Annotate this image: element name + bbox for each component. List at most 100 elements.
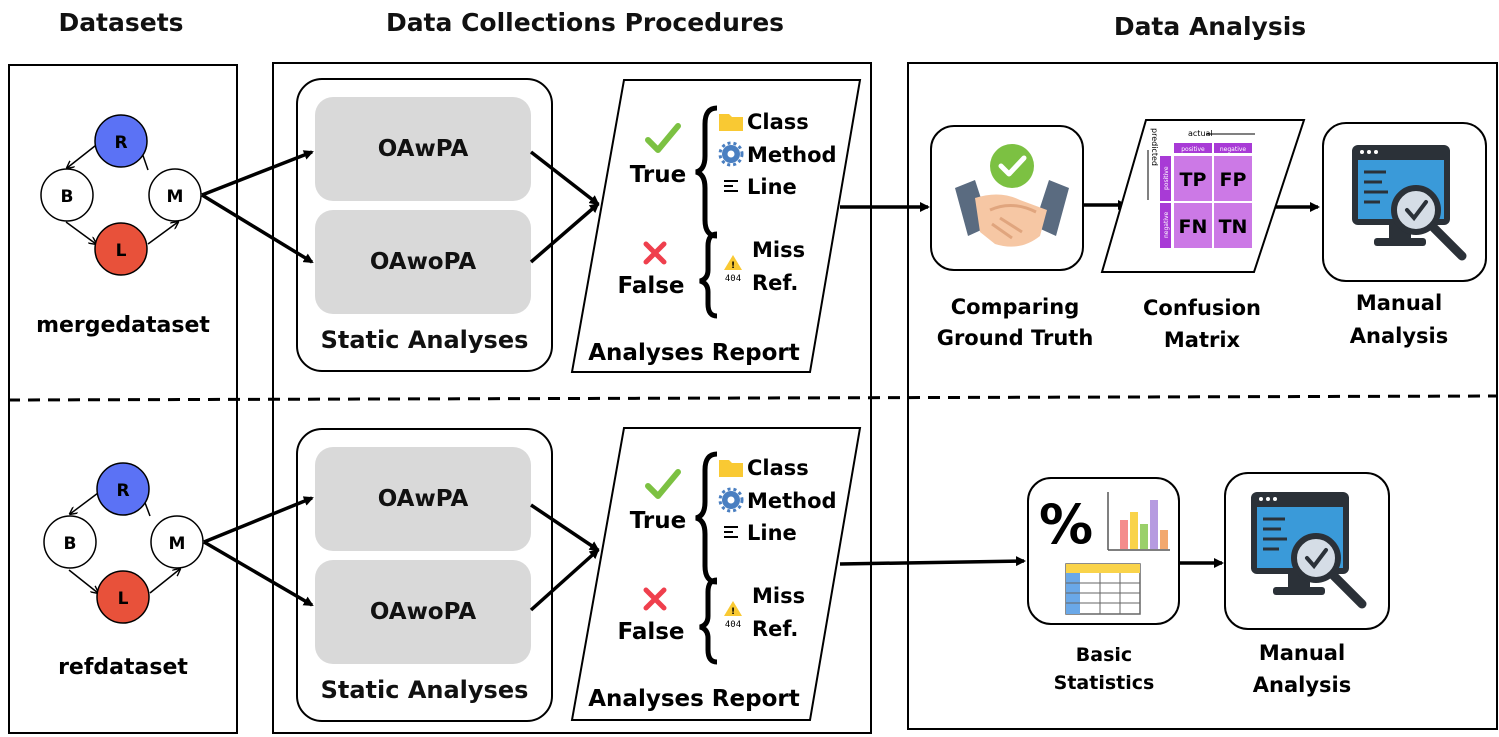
comparing-label-line1: Comparing [951,295,1079,319]
manual-label-top-line2: Analysis [1350,324,1448,348]
miss-label-bottom: Miss [752,584,805,608]
svg-text:!: ! [731,607,735,617]
dataset-name-bottom: refdataset [58,655,188,680]
cm-tp: TP [1180,169,1207,191]
method-label-top: Method [747,143,837,167]
cm-fp-cell [1214,156,1252,201]
node-m-top [148,168,202,222]
warn-code-top: 404 [725,274,741,284]
flow-arrows [201,150,1320,612]
miss-label-top: Miss [752,238,805,262]
report-bottom: ! 404 True False Class Method Line Miss … [570,427,862,721]
basic-label-line2: Statistics [1054,672,1155,694]
line-label-bottom: Line [747,521,797,545]
cm-positive-row: positive [1163,166,1170,190]
false-label-top: False [617,273,684,299]
cm-negative-col: negative [1220,146,1247,153]
node-l-bottom [96,570,150,624]
cross-icon [643,241,667,265]
cm-fn-cell [1174,203,1212,248]
true-label-bottom: True [630,508,686,534]
class-label-bottom: Class [747,456,809,480]
node-b-bottom [43,515,97,569]
folder-icon [719,460,743,477]
folder-icon [719,114,743,131]
analysis-header: Data Analysis [1113,12,1307,41]
svg-text:!: ! [731,261,735,271]
manual-label-top-line1: Manual [1356,291,1442,315]
oawpa-box-bottom: OAwPA [315,447,531,551]
cm-positive-col: positive [1181,146,1205,153]
node-b-top [40,168,94,222]
cm-predicted-label: predicted [1150,128,1159,166]
cm-tp-cell [1174,156,1212,201]
cm-fn: FN [1179,216,1208,238]
cm-fp: FP [1220,169,1247,191]
report-title-top: Analyses Report [588,340,799,366]
handshake-icon [955,144,1069,247]
lines-icon [724,180,738,192]
node-m-top-label: M [167,187,184,207]
cm-tn: TN [1219,216,1248,238]
comparing-label-line2: Ground Truth [937,326,1094,350]
node-r-top [94,114,148,168]
lines-icon [724,526,738,538]
node-b-bottom-label: B [64,534,77,554]
line-label-top: Line [747,175,797,199]
ref-label-bottom: Ref. [752,617,798,641]
brace-true [695,451,718,585]
oawopa-box-bottom: OAwoPA [315,560,531,664]
false-label-bottom: False [617,619,684,645]
warning-404-icon: ! 404 [724,255,742,284]
node-r-top-label: R [114,133,127,153]
node-r-bottom [96,462,150,516]
brace-false [699,231,718,319]
class-label-top: Class [747,110,809,134]
graph-bottom: R B M L [43,462,204,624]
dataset-name-top: mergedataset [36,313,210,338]
monitor-search-icon [1251,492,1367,609]
check-icon [645,123,681,153]
basic-label-line1: Basic [1076,644,1132,666]
confusion-label-line1: Confusion [1143,296,1261,320]
node-m-bottom-label: M [169,534,186,554]
confusion-matrix: actual predicted positive negative posit… [1100,119,1306,273]
node-m-bottom [150,515,204,569]
brace-true [695,105,718,239]
gear-icon [718,487,744,513]
node-b-top-label: B [61,187,74,207]
warning-404-icon: ! 404 [724,601,742,630]
percent-symbol: % [1039,493,1093,556]
static-analyses-title-bottom: Static Analyses [320,676,529,704]
report-title-bottom: Analyses Report [588,686,799,712]
manual-label-bottom-line2: Analysis [1253,673,1351,697]
ref-label-top: Ref. [752,271,798,295]
node-l-top-label: L [116,241,127,261]
section-divider [7,394,1499,402]
statistics-icon: % [1039,492,1170,615]
method-label-bottom: Method [747,489,837,513]
node-l-top [94,222,148,276]
report-top: ! 404 True False Class Method Line Miss … [570,79,862,373]
brace-false [699,577,718,665]
cm-actual-label: actual [1188,129,1213,138]
warn-code-bottom: 404 [725,620,741,630]
node-r-bottom-label: R [116,481,129,501]
graph-top: R B M L [40,114,202,276]
datasets-header: Datasets [58,8,184,37]
check-icon [645,469,681,499]
cm-tn-cell [1214,203,1252,248]
gear-icon [718,141,744,167]
oawpa-box-top: OAwPA [315,97,531,201]
static-analyses-title-top: Static Analyses [320,326,529,354]
cm-negative-row: negative [1163,211,1170,238]
monitor-search-icon [1352,145,1467,261]
confusion-label-line2: Matrix [1164,328,1241,352]
manual-label-bottom-line1: Manual [1259,641,1345,665]
oawopa-box-top: OAwoPA [315,210,531,314]
true-label-top: True [630,162,686,188]
cross-icon [643,587,667,611]
procedures-header: Data Collections Procedures [385,8,785,37]
node-l-bottom-label: L [118,589,129,609]
